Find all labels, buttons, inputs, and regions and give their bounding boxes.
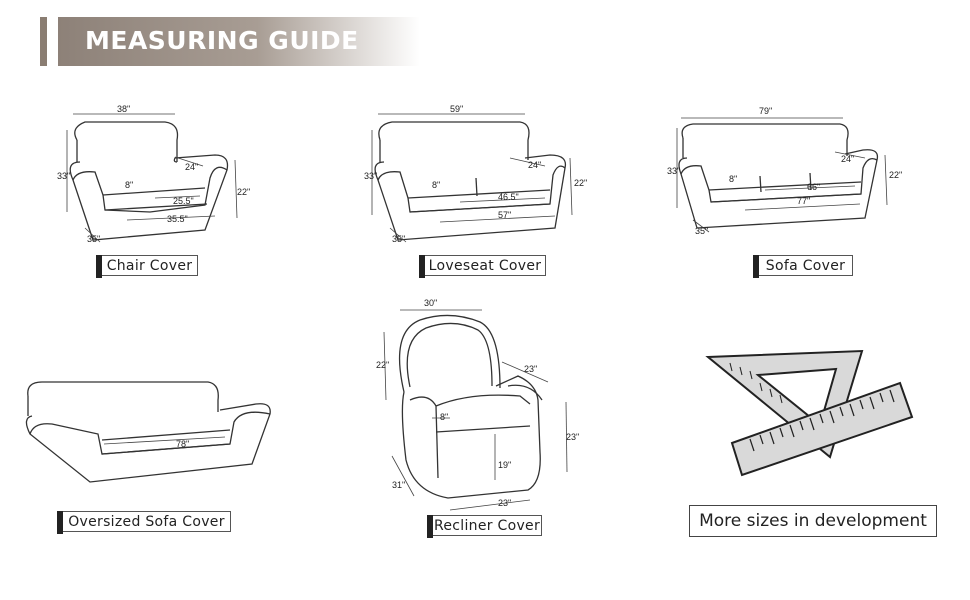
sofa-back-label: 24" [841,154,854,164]
more-sizes-text: More sizes in development [699,511,927,531]
chair-diagram: 38" 33" 22" 35" 8" 24" 25.5" 35.5" [57,104,250,244]
sofa-height-label: 33" [667,166,680,176]
chair-seat-label: 25.5" [173,196,194,206]
chair-depth-label: 35" [87,234,100,244]
recliner-arm-height-label: 23" [566,432,579,442]
loveseat-front-label: 57" [498,210,511,220]
loveseat-seat-label: 46.5" [498,192,519,202]
oversized-sofa-cover-label: Oversized Sofa Cover [57,511,231,534]
recliner-back-depth-label: 23" [524,364,537,374]
loveseat-cover-label: Loveseat Cover [419,255,546,278]
sofa-depth-label: 35" [695,226,708,236]
oversized-seat-label: 78" [176,439,189,449]
ruler-triangle-icon [705,349,914,477]
sofa-front-label: 77" [797,196,810,206]
label-tick [57,511,63,534]
recliner-seat-height-label: 19" [498,460,511,470]
sofa-arm-label: 8" [729,174,737,184]
chair-arm-label: 8" [125,180,133,190]
label-tick [96,255,102,278]
oversized-sofa-diagram: 78" [25,381,271,483]
loveseat-height-label: 33" [364,171,377,181]
sofa-diagram: 79" 33" 22" 35" 8" 24" 66" 77" [667,106,902,236]
page-title: MEASURING GUIDE [85,26,359,55]
label-tick [419,255,425,278]
loveseat-depth-label: 35" [392,234,405,244]
header-accent-bar [40,17,47,66]
chair-front-label: 35.5" [167,214,188,224]
label-tick [427,515,433,538]
sofa-width-label: 79" [759,106,772,116]
loveseat-arm-height-label: 22" [574,178,587,188]
label-tick [753,255,759,278]
recliner-cover-text: Recliner Cover [433,517,541,534]
recliner-width-label: 30" [424,298,437,308]
oversized-sofa-cover-text: Oversized Sofa Cover [68,513,225,530]
loveseat-arm-label: 8" [432,180,440,190]
loveseat-width-label: 59" [450,104,463,114]
sofa-cover-label: Sofa Cover [753,255,853,278]
loveseat-back-label: 24" [528,160,541,170]
loveseat-cover-text: Loveseat Cover [428,257,542,274]
header-banner: MEASURING GUIDE [40,17,420,66]
sofa-arm-height-label: 22" [889,170,902,180]
recliner-depth-label: 31" [392,480,405,490]
recliner-cover-label: Recliner Cover [427,515,542,538]
chair-cover-label: Chair Cover [96,255,198,278]
recliner-arm-label: 8" [440,412,448,422]
header-band [58,17,420,66]
loveseat-diagram: 59" 33" 22" 35" 8" 24" 46.5" 57" [364,104,587,244]
recliner-diagram: 30" 22" 23" 8" 19" 23" 31" 23" [376,298,579,511]
sofa-seat-label: 66" [807,182,820,192]
chair-cover-text: Chair Cover [106,257,193,274]
sofa-cover-text: Sofa Cover [765,257,846,274]
recliner-front-label: 23" [498,498,511,508]
chair-back-label: 24" [185,162,198,172]
recliner-back-height-label: 22" [376,360,389,370]
chair-width-label: 38" [117,104,130,114]
chair-arm-height-label: 22" [237,187,250,197]
more-sizes-notice: More sizes in development [689,505,937,537]
chair-height-label: 33" [57,171,70,181]
